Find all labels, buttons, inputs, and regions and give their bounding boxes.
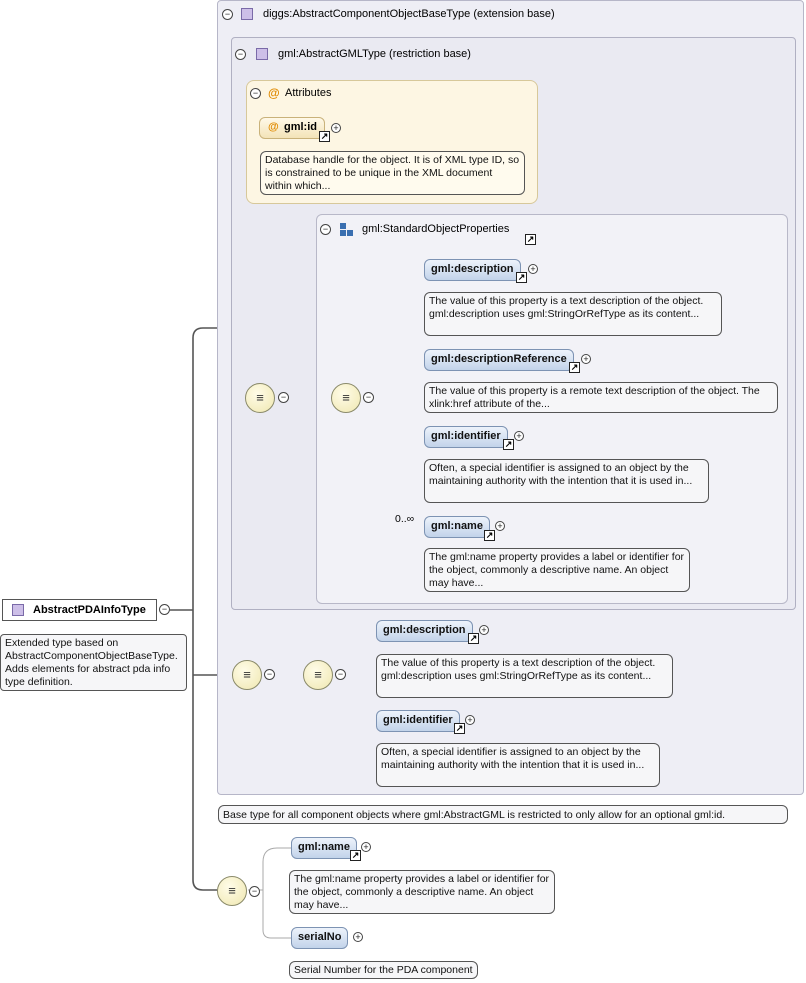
expand-icon[interactable]: + <box>528 264 538 274</box>
collapse-icon[interactable]: − <box>159 604 170 615</box>
reference-arrow-icon[interactable]: ↗ <box>319 131 330 142</box>
expand-icon[interactable]: + <box>479 625 489 635</box>
attribute-name: gml:id <box>284 121 317 133</box>
expand-icon[interactable]: + <box>331 123 341 133</box>
element-doc: Often, a special identifier is assigned … <box>376 743 660 787</box>
type-icon <box>256 48 268 60</box>
collapse-icon[interactable]: − <box>235 49 246 60</box>
expand-icon[interactable]: + <box>581 354 591 364</box>
collapse-icon[interactable]: − <box>222 9 233 20</box>
element-doc: The gml:name property provides a label o… <box>424 548 690 592</box>
reference-arrow-icon[interactable]: ↗ <box>468 633 479 644</box>
collapse-icon[interactable]: − <box>250 88 261 99</box>
element-doc: The gml:name property provides a label o… <box>289 870 555 914</box>
type-icon <box>241 8 253 20</box>
attribute-icon: @ <box>268 86 280 100</box>
collapse-icon[interactable]: − <box>264 669 275 680</box>
reference-arrow-icon[interactable]: ↗ <box>569 362 580 373</box>
sequence-compositor-icon[interactable]: ≡ <box>245 383 275 413</box>
sequence-compositor-icon[interactable]: ≡ <box>303 660 333 690</box>
reference-arrow-icon[interactable]: ↗ <box>454 723 465 734</box>
element-gml-description[interactable]: gml:description <box>424 259 521 281</box>
reference-arrow-icon[interactable]: ↗ <box>525 234 536 245</box>
sequence-compositor-icon[interactable]: ≡ <box>217 876 247 906</box>
element-doc: The value of this property is a remote t… <box>424 382 778 413</box>
type-icon <box>12 604 24 616</box>
reference-arrow-icon[interactable]: ↗ <box>350 850 361 861</box>
reference-arrow-icon[interactable]: ↗ <box>516 272 527 283</box>
collapse-icon[interactable]: − <box>249 886 260 897</box>
reference-arrow-icon[interactable]: ↗ <box>484 530 495 541</box>
restriction-base-title: gml:AbstractGMLType (restriction base) <box>278 48 471 60</box>
collapse-icon[interactable]: − <box>335 669 346 680</box>
collapse-icon[interactable]: − <box>278 392 289 403</box>
root-doc: Extended type based on AbstractComponent… <box>0 634 187 691</box>
expand-icon[interactable]: + <box>353 932 363 942</box>
element-doc: Serial Number for the PDA component <box>289 961 478 979</box>
element-gml-name[interactable]: gml:name <box>424 516 490 538</box>
standard-object-properties-title: gml:StandardObjectProperties <box>362 223 510 235</box>
extension-base-title: diggs:AbstractComponentObjectBaseType (e… <box>263 8 555 20</box>
element-doc: The value of this property is a text des… <box>376 654 673 698</box>
element-gml-description[interactable]: gml:description <box>376 620 473 642</box>
expand-icon[interactable]: + <box>361 842 371 852</box>
extension-base-doc: Base type for all component objects wher… <box>218 805 788 824</box>
root-element-name: AbstractPDAInfoType <box>33 604 146 616</box>
root-element[interactable]: AbstractPDAInfoType <box>2 599 157 621</box>
element-doc: The value of this property is a text des… <box>424 292 722 336</box>
expand-icon[interactable]: + <box>514 431 524 441</box>
attribute-gml-id[interactable]: @ gml:id <box>259 117 325 139</box>
element-gml-identifier[interactable]: gml:identifier <box>424 426 508 448</box>
element-serial-no[interactable]: serialNo <box>291 927 349 949</box>
expand-icon[interactable]: + <box>495 521 505 531</box>
attribute-doc: Database handle for the object. It is of… <box>260 151 525 195</box>
occurrence-label: 0..∞ <box>395 513 415 525</box>
collapse-icon[interactable]: − <box>320 224 331 235</box>
group-icon <box>340 223 354 237</box>
element-gml-description-reference[interactable]: gml:descriptionReference <box>424 349 574 371</box>
reference-arrow-icon[interactable]: ↗ <box>503 439 514 450</box>
attribute-icon: @ <box>268 121 279 133</box>
expand-icon[interactable]: + <box>465 715 475 725</box>
sequence-compositor-icon[interactable]: ≡ <box>331 383 361 413</box>
element-gml-identifier[interactable]: gml:identifier <box>376 710 460 732</box>
element-gml-name[interactable]: gml:name <box>291 837 357 859</box>
collapse-icon[interactable]: − <box>363 392 374 403</box>
element-doc: Often, a special identifier is assigned … <box>424 459 709 503</box>
attributes-title: Attributes <box>285 87 332 99</box>
sequence-compositor-icon[interactable]: ≡ <box>232 660 262 690</box>
